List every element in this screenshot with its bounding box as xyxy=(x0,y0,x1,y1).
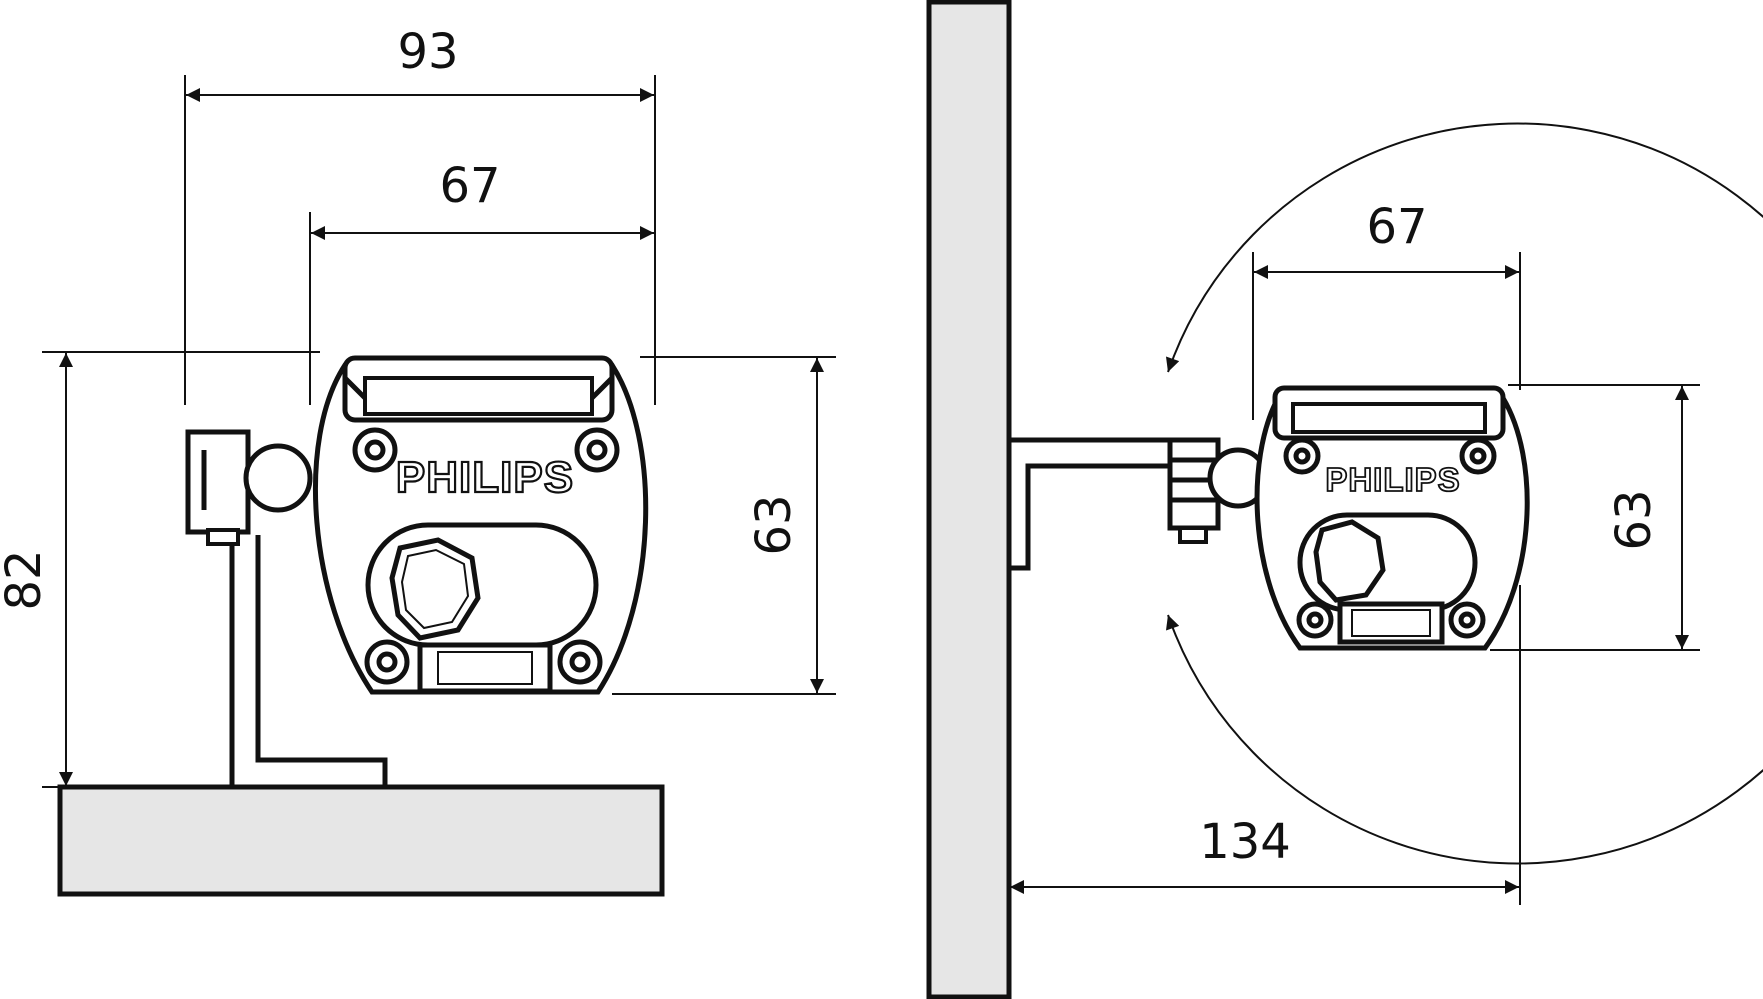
right-screw-tl xyxy=(1283,437,1321,475)
left-screw-br xyxy=(557,639,603,685)
left-view: PHILIPS 93 67 xyxy=(0,24,836,897)
dim-63-label-left: 63 xyxy=(746,494,802,555)
left-screw-tl xyxy=(352,427,398,473)
rotation-arc-upper xyxy=(1166,122,1763,865)
right-screw-bl xyxy=(1296,601,1334,639)
left-base-surface xyxy=(57,784,665,897)
right-screw-br xyxy=(1448,601,1486,639)
right-lamp-nut xyxy=(1313,519,1386,603)
left-lamp-nut xyxy=(389,537,481,641)
left-screw-tr xyxy=(574,427,620,473)
right-luminaire-body: PHILIPS xyxy=(1254,385,1530,651)
right-bracket xyxy=(1009,437,1269,571)
left-luminaire-body: PHILIPS xyxy=(312,355,649,695)
left-bracket xyxy=(185,429,388,787)
dim-63-label-right: 63 xyxy=(1606,489,1662,550)
dim-93-label: 93 xyxy=(397,24,458,80)
right-wall-surface xyxy=(926,0,1012,999)
right-view: PHILIPS 67 63 134 xyxy=(926,0,1763,999)
right-screw-tr xyxy=(1459,437,1497,475)
philips-logo-right: PHILIPS xyxy=(1325,461,1460,498)
dim-134-label: 134 xyxy=(1199,814,1291,870)
dim-67-label-right: 67 xyxy=(1366,199,1427,255)
right-dimension-lines xyxy=(1010,252,1700,905)
dim-82-label: 82 xyxy=(0,549,52,610)
left-dimension-lines xyxy=(42,75,836,788)
dim-67-label-left: 67 xyxy=(439,158,500,214)
philips-logo-left: PHILIPS xyxy=(396,453,574,502)
left-screw-bl xyxy=(364,639,410,685)
left-pivot-knob xyxy=(243,443,313,513)
